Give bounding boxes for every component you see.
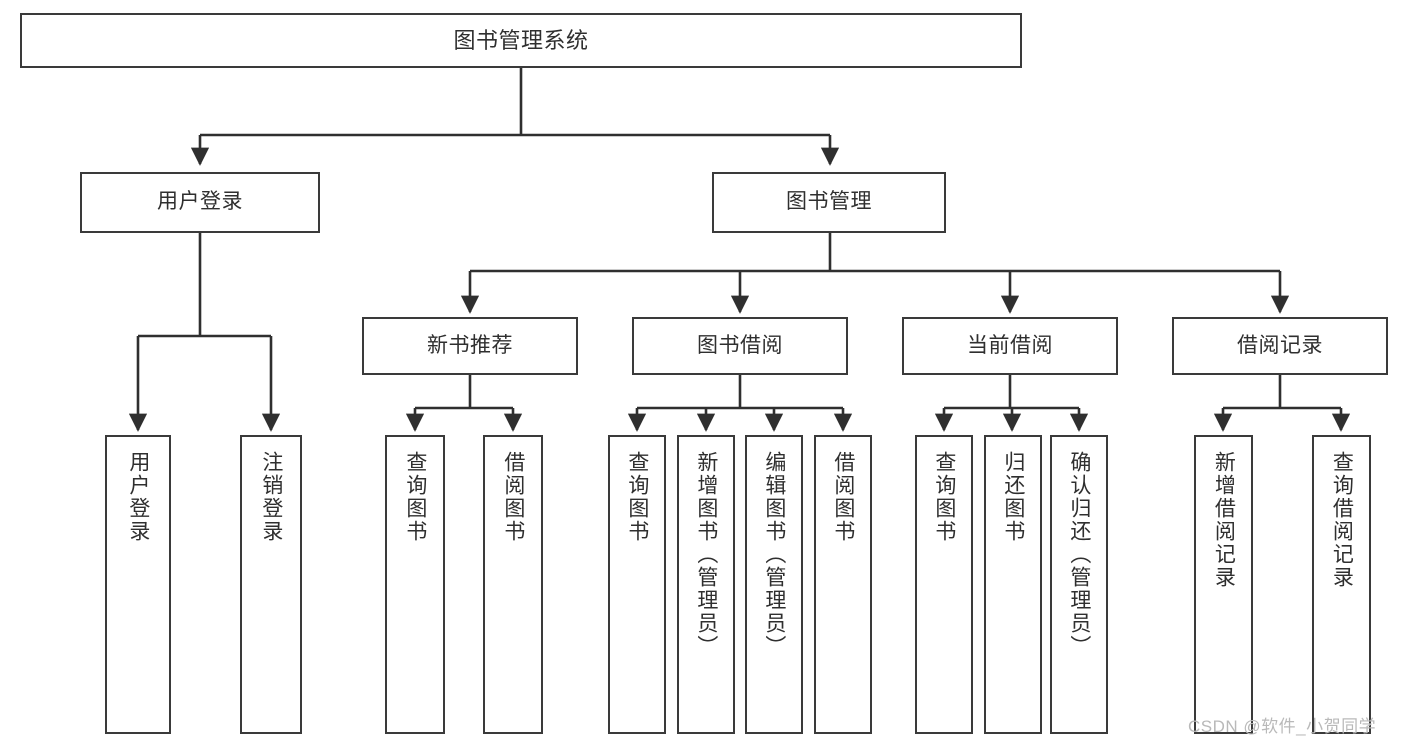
node-user-login[interactable]: 用户登录 [80,172,320,233]
node-label: 图书管理 [786,190,872,214]
node-label: 借阅图书 [501,451,525,543]
node-current-borrow[interactable]: 当前借阅 [902,317,1118,375]
node-label: 确认归还（管理员） [1067,451,1091,658]
node-label: 查询借阅记录 [1330,451,1354,589]
node-book-borrow[interactable]: 图书借阅 [632,317,848,375]
leaf-current-borrow-confirm-return[interactable]: 确认归还（管理员） [1050,435,1108,734]
node-new-book-recommend[interactable]: 新书推荐 [362,317,578,375]
node-label: 注销登录 [259,451,283,543]
node-label: 查询图书 [403,451,427,543]
leaf-book-borrow-add[interactable]: 新增图书（管理员） [677,435,735,734]
leaf-user-login-login[interactable]: 用户登录 [105,435,171,734]
node-borrow-record[interactable]: 借阅记录 [1172,317,1388,375]
leaf-new-book-query[interactable]: 查询图书 [385,435,445,734]
node-label: 查询图书 [932,451,956,543]
node-label: 新书推荐 [427,333,513,357]
node-label: 借阅图书 [831,451,855,543]
node-label: 用户登录 [126,451,150,543]
node-root-system[interactable]: 图书管理系统 [20,13,1022,68]
leaf-current-borrow-return[interactable]: 归还图书 [984,435,1042,734]
leaf-new-book-borrow[interactable]: 借阅图书 [483,435,543,734]
node-label: 借阅记录 [1237,333,1323,357]
node-book-management[interactable]: 图书管理 [712,172,946,233]
leaf-user-login-logout[interactable]: 注销登录 [240,435,302,734]
node-label: 归还图书 [1001,451,1025,543]
node-label: 查询图书 [625,451,649,543]
node-label: 新增借阅记录 [1212,451,1236,589]
node-label: 新增图书（管理员） [694,451,718,658]
node-label: 用户登录 [157,190,243,214]
leaf-book-borrow-borrow[interactable]: 借阅图书 [814,435,872,734]
node-label: 编辑图书（管理员） [762,451,786,658]
leaf-book-borrow-query[interactable]: 查询图书 [608,435,666,734]
node-label: 图书借阅 [697,333,783,357]
node-label: 图书管理系统 [453,27,589,53]
leaf-current-borrow-query[interactable]: 查询图书 [915,435,973,734]
leaf-borrow-record-query[interactable]: 查询借阅记录 [1312,435,1371,734]
node-label: 当前借阅 [967,333,1053,357]
leaf-borrow-record-add[interactable]: 新增借阅记录 [1194,435,1253,734]
leaf-book-borrow-edit[interactable]: 编辑图书（管理员） [745,435,803,734]
